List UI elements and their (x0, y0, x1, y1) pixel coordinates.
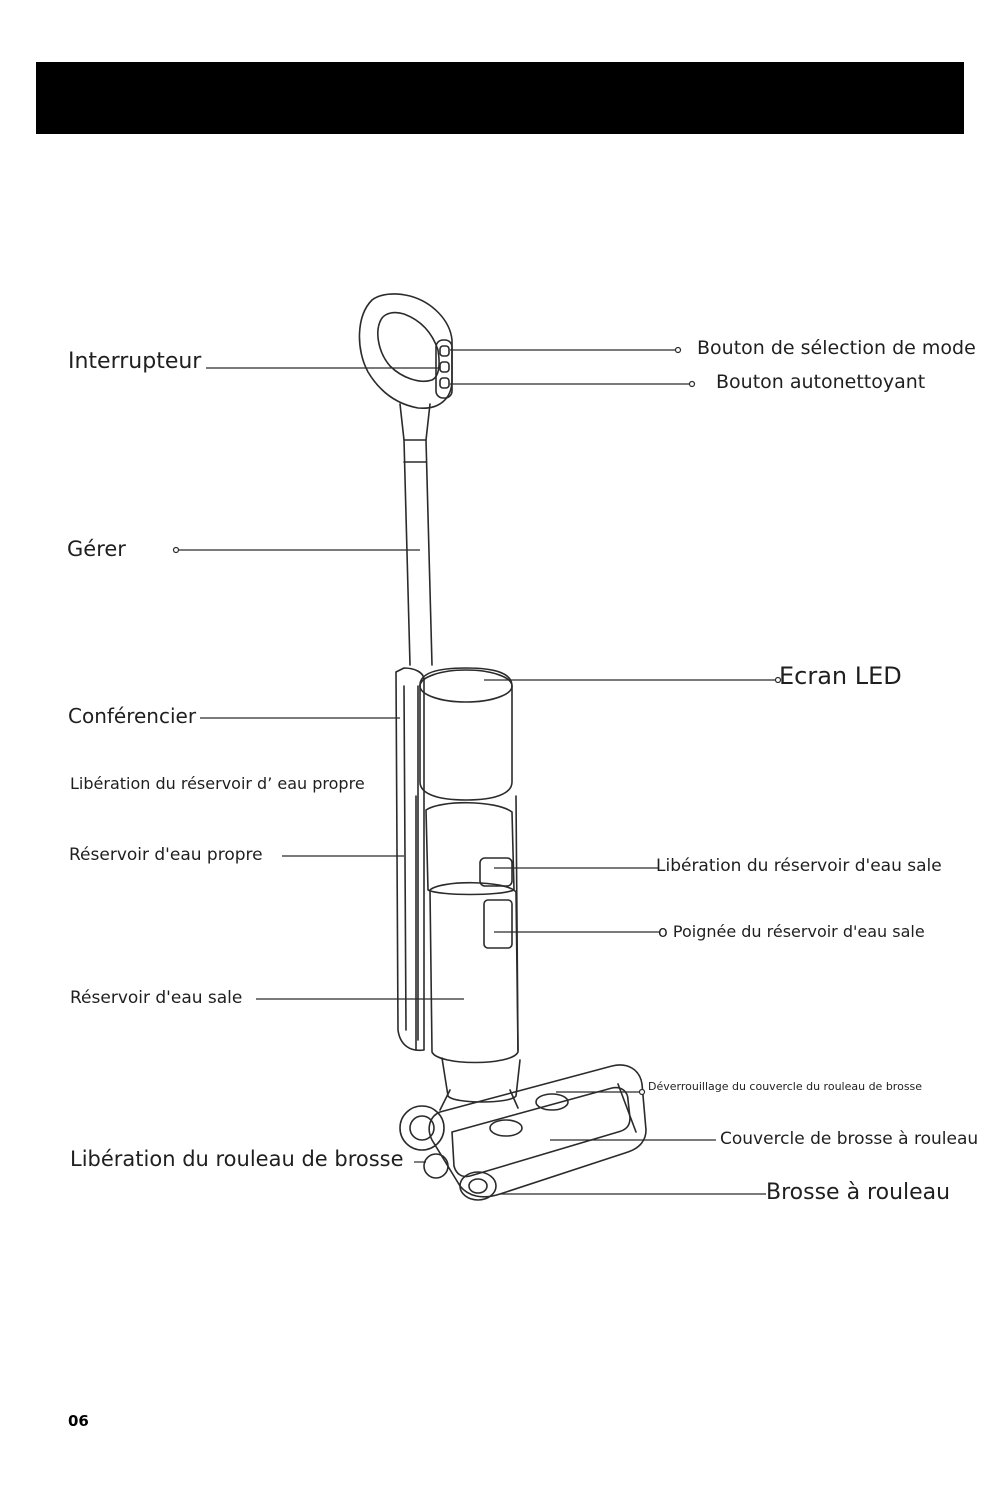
clean-water-tank (419, 667, 513, 801)
page-number: 06 (68, 1412, 89, 1430)
body-frame (395, 667, 425, 1052)
label-clean-tank: Réservoir d'eau propre (69, 845, 263, 865)
dirty-tank-handle (483, 899, 513, 949)
left-wheel (399, 1105, 445, 1151)
label-dirty-tank-handle: o Poignée du réservoir d'eau sale (658, 922, 925, 941)
handle-grip (358, 293, 453, 409)
label-roller-brush: Brosse à rouleau (766, 1180, 951, 1205)
roller-cover (451, 1086, 631, 1178)
roller-brush-end (459, 1171, 497, 1201)
label-brush-release: Libération du rouleau de brosse (70, 1147, 404, 1171)
label-dirty-tank: Réservoir d'eau sale (70, 988, 243, 1008)
label-mode-button: Bouton de sélection de mode (697, 337, 976, 359)
label-brush-cover-unlock: Déverrouillage du couvercle du rouleau d… (648, 1080, 923, 1093)
header-bar (36, 62, 964, 134)
label-speaker: Conférencier (68, 704, 197, 728)
label-interrupteur: Interrupteur (68, 349, 202, 374)
label-clean-tank-release: Libération du réservoir d’ eau propre (70, 774, 365, 793)
label-brush-cover: Couvercle de brosse à rouleau (720, 1129, 979, 1149)
button-cluster (435, 339, 453, 399)
brush-head (428, 1064, 647, 1198)
pole (403, 439, 433, 666)
label-self-clean-button: Bouton autonettoyant (716, 371, 926, 393)
dirty-tank-release (479, 857, 513, 887)
label-led-screen: Ecran LED (779, 662, 902, 690)
label-handle: Gérer (67, 537, 126, 561)
dirty-water-tank (429, 881, 519, 1064)
label-dirty-tank-release: Libération du réservoir d'eau sale (656, 856, 942, 876)
